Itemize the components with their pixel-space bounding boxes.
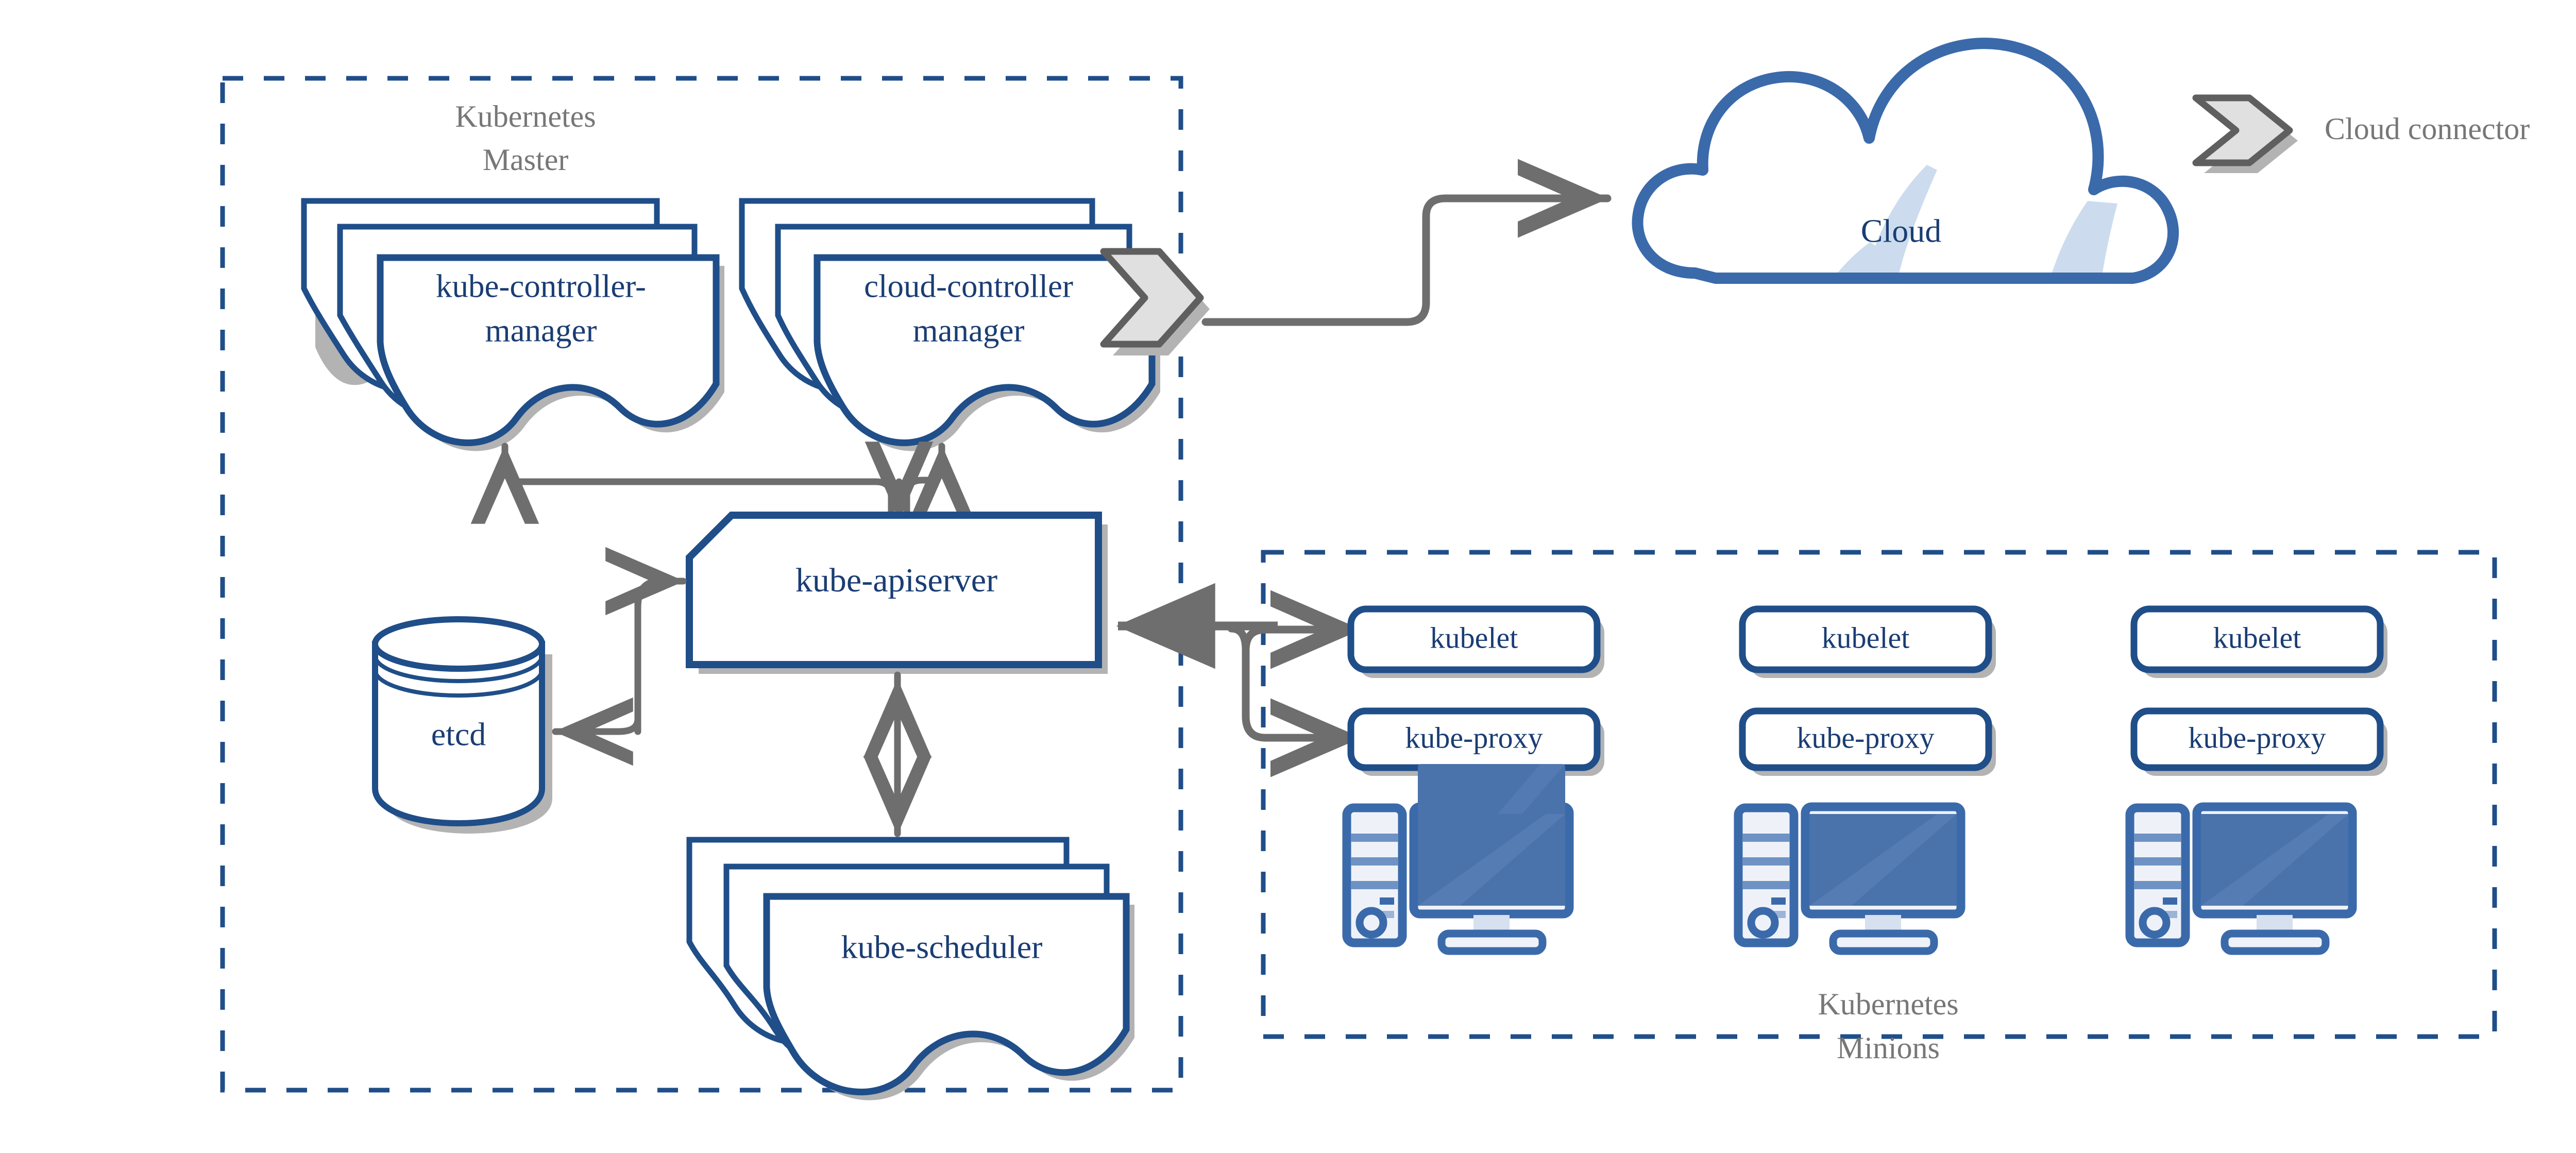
minion-node-2[interactable]: kubelet kube-proxy	[1734, 605, 1996, 955]
legend-cloud-connector-icon	[2192, 94, 2293, 166]
master-zone-label-line1: Kubernetes	[455, 99, 596, 133]
node3-kubelet-label: kubelet	[2213, 621, 2301, 654]
edge-apiserver-to-kubelet	[1242, 590, 1364, 669]
master-zone-border	[220, 76, 1183, 1093]
edge-apiserver-to-kubeproxy	[1227, 624, 1364, 777]
edge-apiserver-etcd	[552, 547, 687, 766]
minion-node-1[interactable]: kubelet kube-proxy	[1342, 605, 1604, 955]
ccm-label-line1: cloud-controller	[864, 268, 1073, 304]
edge-to-kcm	[470, 443, 895, 524]
edge-to-ccm	[903, 443, 976, 524]
legend-cloud-connector: Cloud connector	[2192, 94, 2530, 173]
legend-cloud-connector-label: Cloud connector	[2325, 112, 2530, 146]
node2-kubeproxy-box[interactable]	[1739, 707, 1992, 771]
node-kube-scheduler[interactable]: kube-scheduler	[686, 837, 1134, 1100]
etcd-body	[372, 641, 545, 827]
scheduler-sheet-1	[763, 893, 1130, 1096]
node1-kubeproxy-label: kube-proxy	[1405, 721, 1543, 754]
edge-apiserver-to-controllers	[470, 442, 976, 524]
ccm-label-line2: manager	[913, 312, 1025, 348]
node-cloud[interactable]: Cloud	[1623, 38, 2200, 361]
node1-desktop-computer-icon	[1342, 764, 1574, 955]
edge-ccm-to-cloud	[1201, 159, 1612, 326]
scheduler-label: kube-scheduler	[841, 929, 1043, 965]
edge-apiserver-to-etcd	[552, 589, 641, 766]
kcm-sheet-1	[377, 254, 720, 446]
minions-zone-label-line2: Minions	[1837, 1031, 1940, 1065]
etcd-top-ellipse	[372, 616, 545, 672]
minions-zone-border	[1261, 550, 2497, 1039]
edge-etcd-to-apiserver	[605, 547, 687, 735]
node2-desktop-computer-icon	[1734, 802, 1965, 955]
zone-kubernetes-minions: Kubernetes Minions	[1261, 550, 2497, 1065]
cloud-label: Cloud	[1861, 213, 1941, 249]
node1-kubelet-box[interactable]	[1347, 605, 1601, 673]
node3-kubeproxy-label: kube-proxy	[2188, 721, 2326, 754]
node-kube-controller-manager[interactable]: kube-controller- manager	[301, 198, 724, 451]
zone-kubernetes-master: Kubernetes Master	[220, 76, 1183, 1093]
minion-node-3[interactable]: kubelet kube-proxy	[2125, 605, 2387, 955]
edge-apiserver-minions	[1116, 583, 1364, 777]
node-kube-apiserver[interactable]: kube-apiserver	[686, 512, 1108, 674]
node-etcd[interactable]: etcd	[372, 616, 552, 834]
minions-zone-label-line1: Kubernetes	[1818, 987, 1958, 1021]
node3-kubelet-box[interactable]	[2130, 605, 2384, 673]
node3-desktop-computer-icon	[2125, 802, 2357, 955]
node-cloud-controller-manager[interactable]: cloud-controller manager	[739, 198, 1160, 451]
node3-kubeproxy-box[interactable]	[2130, 707, 2384, 771]
node2-kubelet-box[interactable]	[1739, 605, 1992, 673]
cloud-connector-chevron-icon	[1100, 248, 1210, 355]
ccm-chevron	[1100, 248, 1204, 348]
cloud-edge-path	[1201, 159, 1612, 326]
kcm-label-line2: manager	[485, 312, 597, 348]
apiserver-box	[686, 512, 1102, 668]
ccm-sheet-1	[814, 254, 1156, 446]
master-zone-label-line2: Master	[483, 143, 569, 177]
apiserver-label: kube-apiserver	[795, 562, 997, 599]
node2-kubelet-label: kubelet	[1822, 621, 1910, 654]
etcd-band-2	[373, 669, 544, 698]
kcm-label-line1: kube-controller-	[436, 268, 646, 304]
etcd-label: etcd	[431, 716, 486, 753]
etcd-band-1	[373, 655, 544, 684]
node2-kubeproxy-label: kube-proxy	[1797, 721, 1934, 754]
node1-kubelet-label: kubelet	[1430, 621, 1518, 654]
cloud-outline	[1632, 38, 2179, 284]
